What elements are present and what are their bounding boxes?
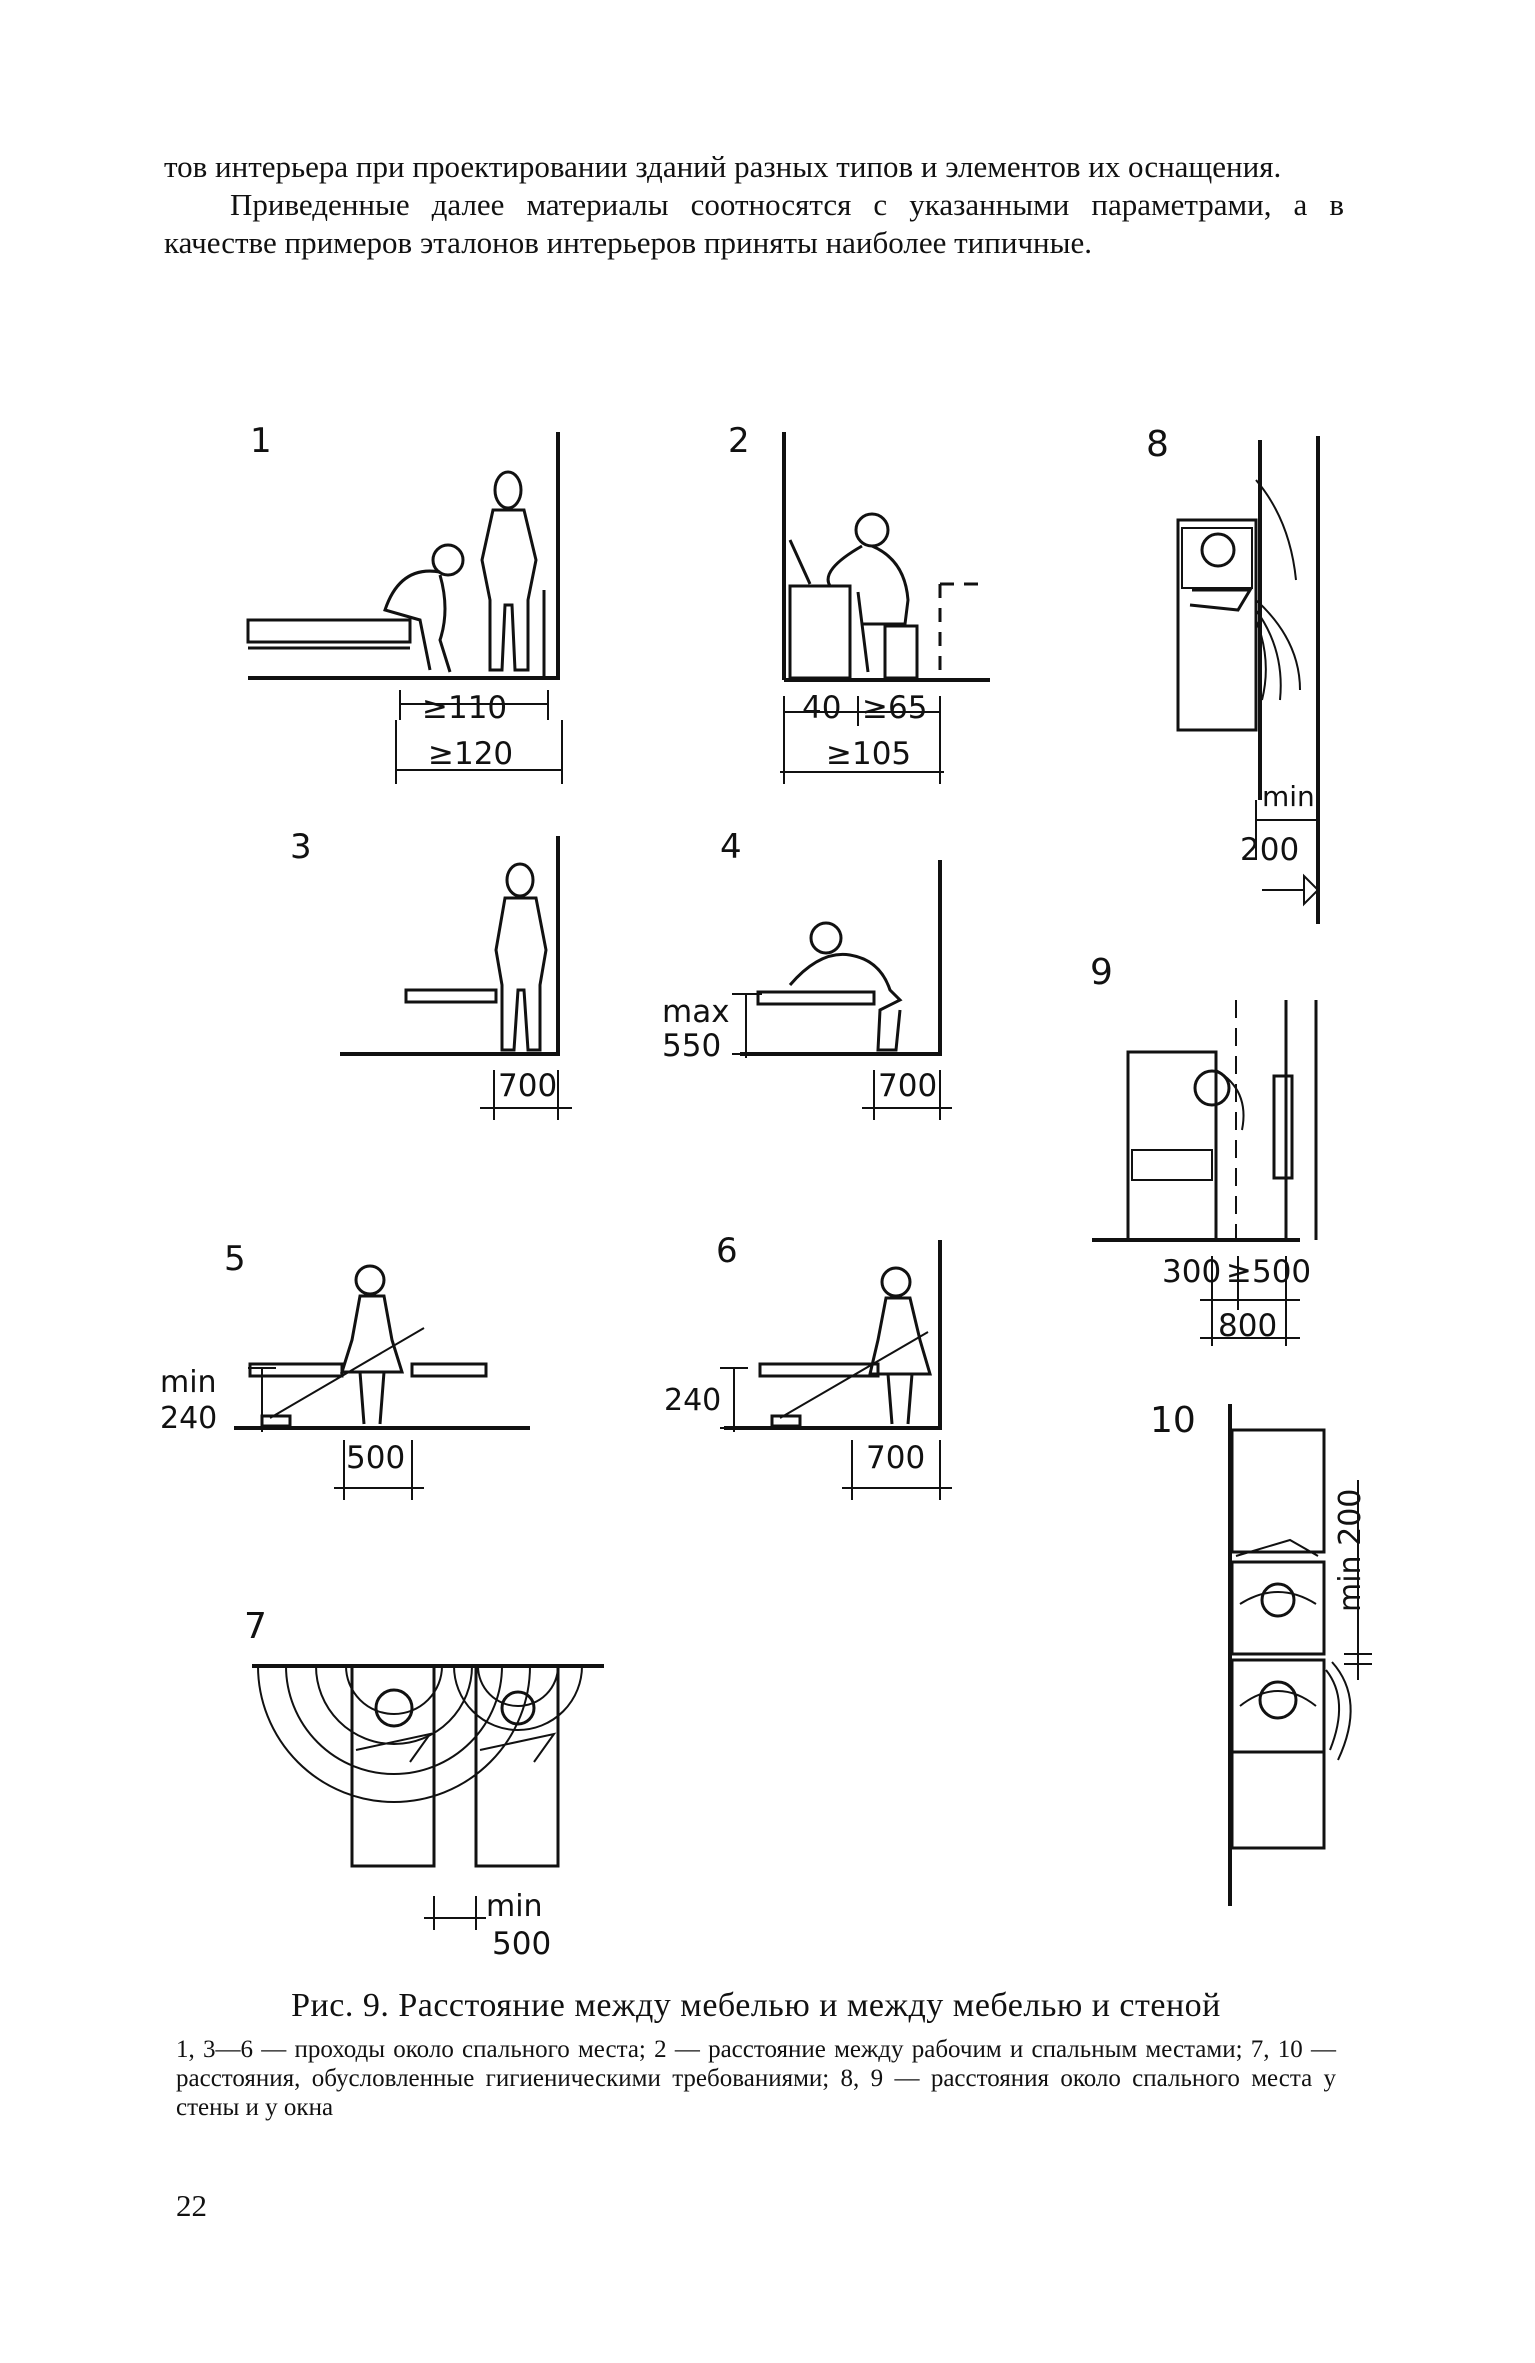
panel-1-dim-top: ≥110: [422, 690, 507, 726]
panel-6-dim: 700: [866, 1440, 925, 1476]
panel-2-dim-total: ≥105: [826, 736, 911, 772]
panel-6: 6 240 700: [664, 1231, 952, 1500]
panel-6-number: 6: [716, 1231, 738, 1271]
person-sitting: [383, 543, 465, 673]
intro-paragraph-2: Приведенные далее материалы соотносятся …: [164, 187, 1344, 260]
panel-9-dim-total: 800: [1218, 1308, 1277, 1344]
panel-2-number: 2: [728, 421, 750, 461]
panel-10-dim: min 200: [1333, 1489, 1368, 1612]
panel-10-number: 10: [1150, 1400, 1196, 1441]
person-standing: [480, 470, 538, 672]
panel-5-height-bottom: 240: [160, 1401, 217, 1436]
intro-paragraph-1: тов интерьера при проектировании зданий …: [164, 149, 1282, 184]
figure-drawing: 1 ≥110 ≥120 2: [160, 421, 1372, 1962]
panel-8: 8 min 200: [1146, 424, 1320, 924]
panel-4: 4 max 550 700: [662, 827, 952, 1120]
page-number: 22: [176, 2188, 207, 2223]
panel-1-dim-bottom: ≥120: [428, 736, 513, 772]
panel-9-dim-b: ≥500: [1226, 1254, 1311, 1290]
panel-7-dim-bottom: 500: [492, 1926, 551, 1962]
panel-5: 5 min 240 500: [160, 1239, 530, 1500]
panel-9: 9 300 ≥500 800: [1090, 952, 1318, 1346]
panel-4-dim: 700: [878, 1068, 937, 1104]
panel-3-dim: 700: [498, 1068, 557, 1104]
figure-9: 1 ≥110 ≥120 2: [160, 421, 1372, 1962]
figure-caption: Рис. 9. Расстояние между мебелью и между…: [176, 1985, 1336, 2122]
panel-6-height: 240: [664, 1383, 721, 1418]
intro-text: тов интерьера при проектировании зданий …: [164, 148, 1344, 262]
panel-4-number: 4: [720, 827, 742, 867]
panel-2-dim-a: 40: [802, 690, 841, 726]
person-at-desk: [826, 512, 910, 626]
person-standing: [494, 862, 548, 1052]
panel-9-number: 9: [1090, 952, 1113, 993]
panel-8-number: 8: [1146, 424, 1169, 465]
caption-text: 1, 3—6 — проходы около спального места; …: [176, 2036, 1336, 2121]
panel-5-height-top: min: [160, 1365, 217, 1400]
panel-3-number: 3: [290, 827, 312, 867]
panel-1-number: 1: [250, 421, 272, 461]
panel-5-number: 5: [224, 1239, 246, 1279]
panel-4-height-bottom: 550: [662, 1028, 721, 1064]
person-vacuuming: [339, 1264, 405, 1425]
panel-5-dim: 500: [346, 1440, 405, 1476]
panel-7: 7 min 500: [244, 1606, 604, 1962]
panel-2-dim-b: ≥65: [862, 690, 927, 726]
panel-7-number: 7: [244, 1606, 267, 1647]
panel-8-dim-bottom: 200: [1240, 832, 1299, 868]
panel-10: 10 min 200: [1150, 1400, 1372, 1906]
person-vacuuming: [868, 1266, 933, 1425]
caption-title: Рис. 9. Расстояние между мебелью и между…: [291, 1987, 1221, 2024]
panel-8-dim-top: min: [1262, 780, 1315, 813]
person-bending: [788, 921, 903, 1052]
panel-9-dim-a: 300: [1162, 1254, 1221, 1290]
panel-7-dim-top: min: [486, 1889, 543, 1924]
panel-1: 1 ≥110 ≥120: [246, 421, 563, 784]
panel-2: 2 40 ≥65 ≥105: [728, 421, 990, 784]
panel-3: 3 700: [290, 827, 572, 1120]
panel-4-height-top: max: [662, 994, 730, 1030]
